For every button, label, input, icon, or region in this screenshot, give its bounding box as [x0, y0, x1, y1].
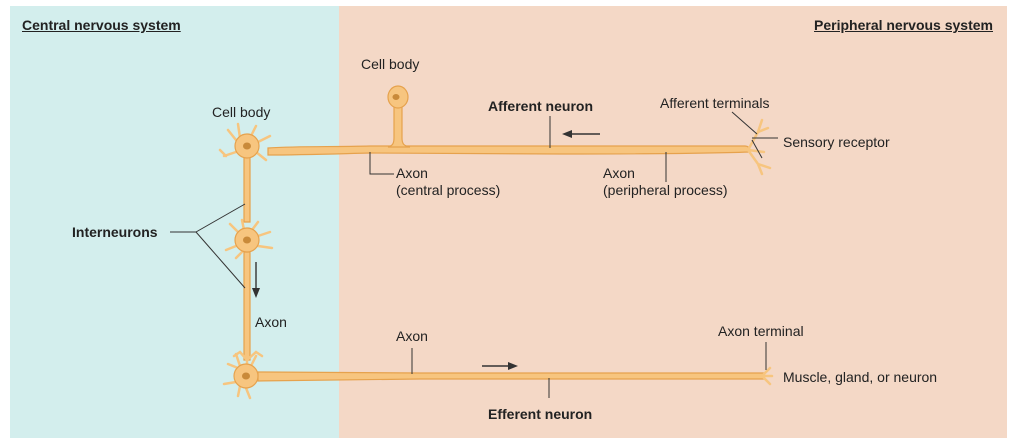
efferent-nucleus: [242, 372, 250, 380]
interneuron-2-nucleus: [243, 236, 251, 244]
interneuron-1-dendrites: [218, 122, 272, 162]
efferent-arrow-head: [508, 362, 518, 370]
label-afferent-neuron: Afferent neuron: [488, 98, 593, 114]
leader-lines: [170, 111, 778, 398]
efferent-axon-terminal: [760, 366, 774, 386]
cns-region: [10, 6, 339, 438]
efferent-dendrites: [222, 352, 258, 400]
afferent-arrow-head: [562, 130, 572, 138]
label-effector: Muscle, gland, or neuron: [783, 369, 938, 385]
label-efferent-neuron: Efferent neuron: [488, 406, 593, 422]
label-cell-body-top: Cell body: [361, 56, 420, 72]
efferent-neuron: [222, 352, 774, 400]
interneurons: [218, 122, 274, 368]
interneuron-1-nucleus: [243, 142, 251, 150]
interneuron-2-axon: [243, 251, 251, 361]
afferent-cell-body-stalk: [387, 103, 411, 148]
label-axon-peripheral: Axon (peripheral process): [603, 165, 728, 198]
label-axon-inter: Axon: [255, 314, 287, 330]
afferent-axon: [267, 145, 751, 156]
pns-region: [339, 6, 1007, 438]
label-interneurons: Interneurons: [72, 224, 158, 240]
cns-header: Central nervous system: [22, 17, 181, 33]
leader-interneurons-up: [195, 203, 246, 233]
direction-arrows: [252, 130, 600, 370]
leader-interneurons-down: [195, 231, 246, 289]
pns-header: Peripheral nervous system: [814, 17, 993, 33]
interneuron-arrow-head: [252, 288, 260, 298]
afferent-nucleus: [392, 94, 400, 100]
label-axon-terminal: Axon terminal: [718, 323, 804, 339]
label-sensory-receptor: Sensory receptor: [783, 134, 890, 150]
leader-axon-central: [369, 152, 394, 175]
label-afferent-terminals: Afferent terminals: [660, 95, 770, 111]
label-axon-efferent: Axon: [396, 328, 428, 344]
leader-sensory-receptor-2: [751, 139, 763, 159]
label-axon-central: Axon (central process): [396, 165, 501, 198]
leader-afferent-terminals: [731, 111, 758, 135]
interneuron-2-dendrites: [224, 218, 274, 260]
afferent-neuron: [267, 85, 772, 176]
interneuron-1-axon: [243, 154, 251, 223]
label-cell-body-left: Cell body: [212, 104, 271, 120]
